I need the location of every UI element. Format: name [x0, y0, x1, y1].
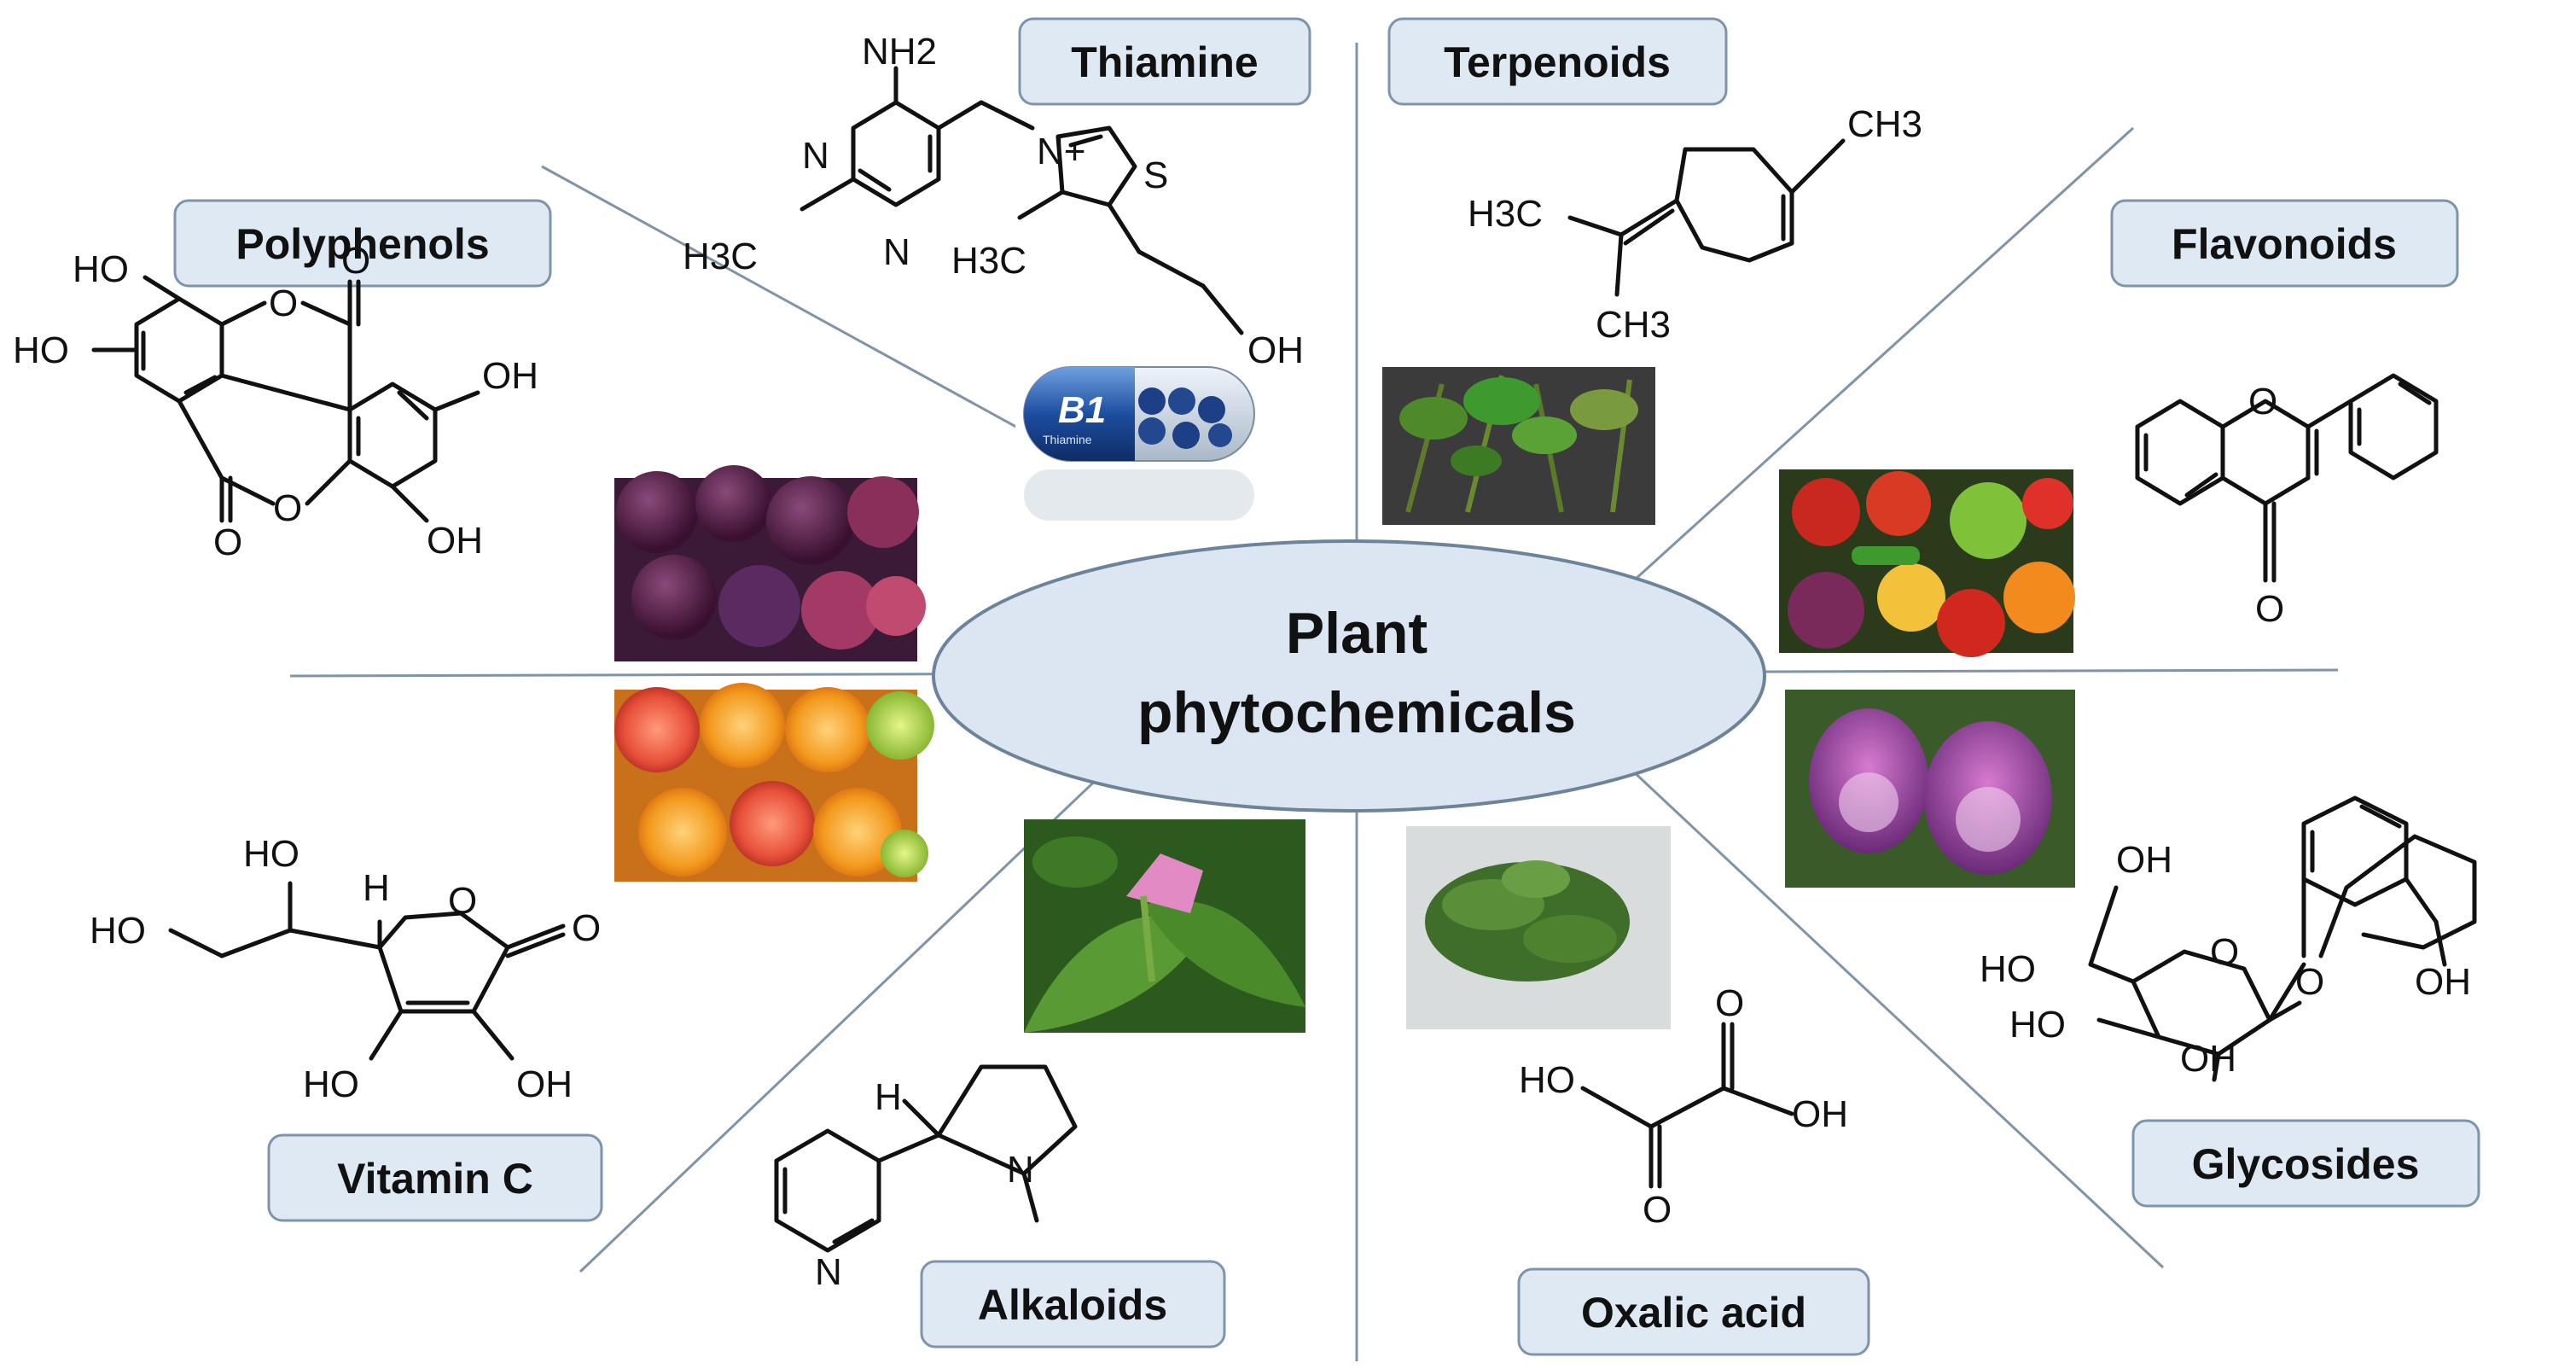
label-flavonoids: Flavonoids	[2110, 199, 2459, 288]
photo-herbs	[1382, 367, 1655, 525]
pill-brand: B1	[1058, 389, 1106, 431]
atom-o-pp4: O	[213, 521, 242, 563]
atom-ho-pp1: HO	[73, 248, 129, 290]
structure-alkaloids: H N N	[774, 1064, 1078, 1293]
atom-nh2: NH2	[862, 31, 937, 73]
atom-oh-pp2: OH	[427, 520, 483, 562]
atom-o-pp2: O	[341, 240, 370, 282]
atom-ho-vc3: HO	[303, 1063, 359, 1105]
category-labels: Thiamine Terpenoids Polyphenols Flavonoi…	[173, 17, 2480, 1356]
atom-ho-pp2: HO	[13, 329, 69, 371]
label-glycosides: Glycosides	[2131, 1119, 2480, 1208]
center-title-line1: Plant	[1286, 601, 1428, 666]
atom-oh-pp1: OH	[482, 355, 538, 397]
center-title-line2: phytochemicals	[1137, 680, 1576, 745]
atom-oh-vc: OH	[516, 1063, 573, 1105]
atom-o-flav1: O	[2248, 381, 2277, 422]
label-flavonoids-text: Flavonoids	[2172, 220, 2397, 268]
atom-ch3-2: CH3	[1596, 304, 1671, 346]
center-node: Plant phytochemicals	[932, 539, 1766, 813]
photo-vitamin-pill: B1 Thiamine	[1015, 350, 1259, 529]
label-terpenoids: Terpenoids	[1387, 17, 1728, 106]
structure-oxalic-acid: HO O OH O	[1519, 982, 1848, 1231]
label-vitamin-c: Vitamin C	[267, 1133, 603, 1222]
atom-h3c-2: H3C	[951, 240, 1026, 282]
atom-h-alk: H	[875, 1076, 902, 1118]
label-terpenoids-text: Terpenoids	[1444, 38, 1671, 86]
label-oxalic-acid-text: Oxalic acid	[1581, 1289, 1806, 1337]
structure-terpenoids: CH3 H3C CH3	[1468, 103, 1922, 346]
center-ellipse	[932, 539, 1766, 813]
label-polyphenols: Polyphenols	[173, 199, 552, 288]
label-glycosides-text: Glycosides	[2192, 1140, 2420, 1188]
atom-oh-gly3: OH	[2415, 961, 2471, 1003]
atom-o-ox1: O	[1715, 982, 1744, 1024]
atom-o-vc2: O	[572, 907, 601, 949]
atom-h3c-3: H3C	[1468, 193, 1543, 235]
atom-o-gly2: O	[2295, 961, 2324, 1003]
atom-n1: N	[802, 135, 829, 177]
atom-ho-gly1: HO	[1980, 948, 2036, 990]
label-polyphenols-text: Polyphenols	[236, 220, 489, 268]
photo-berries	[614, 465, 926, 661]
structure-vitamin-c: HO HO H O O HO OH	[90, 833, 601, 1105]
atom-oh-ox: OH	[1792, 1093, 1848, 1135]
photo-tobacco	[1024, 819, 1305, 1033]
label-alkaloids-text: Alkaloids	[978, 1281, 1167, 1329]
atom-oh-gly2: OH	[2180, 1038, 2236, 1080]
structure-glycosides: OH HO HO OH O O OH	[1980, 795, 2477, 1082]
atom-ho-vc1: HO	[90, 910, 146, 952]
atom-h-vc: H	[363, 867, 390, 909]
atom-n-alk1: N	[1007, 1149, 1034, 1191]
photo-citrus	[614, 683, 934, 882]
label-vitamin-c-text: Vitamin C	[337, 1155, 533, 1203]
atom-o-pp3: O	[273, 487, 302, 529]
spoke-flavonoids	[1632, 126, 2135, 582]
photo-foxglove	[1785, 690, 2075, 888]
label-thiamine-text: Thiamine	[1071, 38, 1258, 86]
atom-oh-thiamine: OH	[1247, 329, 1304, 371]
atom-ho-ox: HO	[1519, 1059, 1575, 1101]
atom-o-gly1: O	[2210, 931, 2239, 973]
spoke-glycosides	[1628, 766, 2165, 1269]
atom-o-pp1: O	[269, 283, 298, 324]
pill-text: Thiamine	[1043, 433, 1092, 446]
atom-s: S	[1143, 154, 1168, 196]
photo-vegetables	[1779, 469, 2075, 657]
atom-o-flav2: O	[2255, 588, 2284, 630]
structure-thiamine: NH2 N N H3C N+ S H3C OH	[683, 31, 1304, 371]
label-thiamine: Thiamine	[1018, 17, 1311, 106]
atom-ch3-1: CH3	[1847, 103, 1922, 145]
structure-polyphenols: HO HO OH OH O O O O	[13, 240, 538, 563]
label-alkaloids: Alkaloids	[920, 1260, 1226, 1349]
atom-n-plus: N+	[1037, 131, 1085, 172]
atom-n-alk2: N	[815, 1251, 842, 1293]
atom-oh-gly1: OH	[2116, 839, 2172, 881]
atom-ho-gly2: HO	[2009, 1004, 2066, 1046]
photo-spinach	[1406, 826, 1671, 1029]
atom-o-vc1: O	[448, 880, 477, 922]
atom-h3c-1: H3C	[683, 236, 758, 277]
atom-n2: N	[883, 231, 910, 273]
label-oxalic-acid: Oxalic acid	[1517, 1267, 1870, 1356]
atom-o-ox2: O	[1643, 1189, 1672, 1231]
structure-flavonoids: O O	[2135, 373, 2439, 630]
spoke-polyphenols	[541, 165, 1110, 480]
atom-ho-vc2: HO	[243, 833, 299, 875]
